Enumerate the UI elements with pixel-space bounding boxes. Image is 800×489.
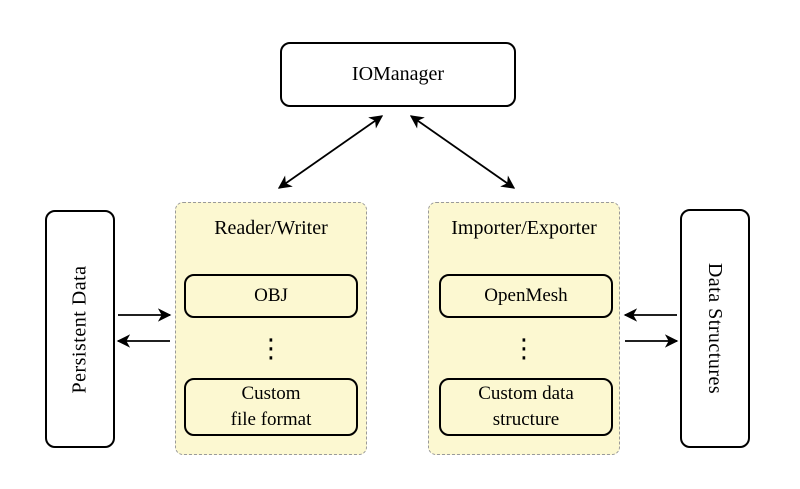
node-data-structures: Data Structures <box>680 209 750 448</box>
group-importer-exporter: Importer/Exporter OpenMesh ⋮ Custom data… <box>428 202 620 455</box>
vdots-reader-writer: ⋮ <box>258 334 284 364</box>
iomanager-label: IOManager <box>351 63 445 85</box>
reader-writer-title: Reader/Writer <box>214 217 328 239</box>
obj-label: OBJ <box>254 285 288 307</box>
group-reader-writer: Reader/Writer OBJ ⋮ Custom file format <box>175 202 367 455</box>
custom-file-format-line2: file format <box>230 409 312 430</box>
custom-file-format-line1: Custom <box>241 383 301 405</box>
custom-data-structure-line2: structure <box>492 409 560 430</box>
node-custom-file-format: Custom file format <box>184 378 358 436</box>
vdots-importer-exporter: ⋮ <box>511 334 537 364</box>
data-structures-label: Data Structures <box>704 262 727 395</box>
node-custom-data-structure: Custom data structure <box>439 378 613 436</box>
node-persistent-data: Persistent Data <box>45 210 115 448</box>
arrow-iomanager-importerexporter <box>409 115 516 189</box>
custom-data-structure-line1: Custom data <box>478 383 574 405</box>
persistent-data-label: Persistent Data <box>68 264 91 394</box>
node-openmesh: OpenMesh <box>439 274 613 318</box>
arrow-iomanager-readerwriter <box>277 115 384 189</box>
node-obj: OBJ <box>184 274 358 318</box>
importer-exporter-title: Importer/Exporter <box>451 217 597 239</box>
openmesh-label: OpenMesh <box>484 285 568 307</box>
node-iomanager: IOManager <box>280 42 516 107</box>
